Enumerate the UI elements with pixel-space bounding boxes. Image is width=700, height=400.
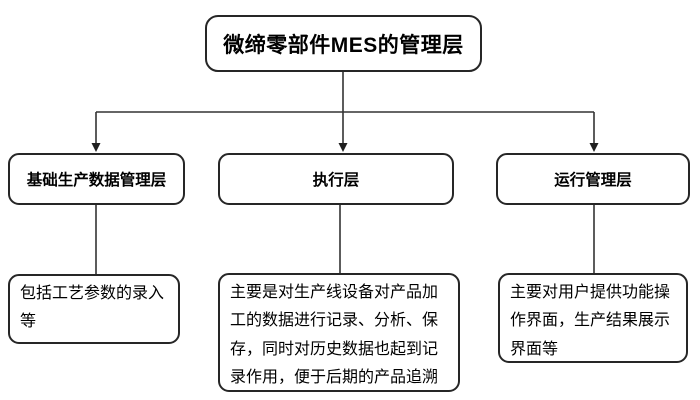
description-text: 主要对用户提供功能操作界面，生产结果展示界面等 — [510, 284, 671, 358]
root-node-label: 微缔零部件MES的管理层 — [223, 33, 464, 57]
branch-node-execution-layer: 执行层 — [218, 153, 454, 205]
arrow-down-icon — [91, 143, 101, 152]
description-node-operation-management: 主要对用户提供功能操作界面，生产结果展示界面等 — [498, 273, 688, 363]
root-node: 微缔零部件MES的管理层 — [205, 15, 482, 72]
description-node-execution-layer: 主要是对生产线设备对产品加工的数据进行记录、分析、保存，同时对历史数据也起到记录… — [218, 273, 460, 392]
arrow-down-icon — [589, 143, 599, 152]
branch-label: 执行层 — [312, 172, 360, 189]
branch-label: 运行管理层 — [554, 172, 632, 189]
description-text: 主要是对生产线设备对产品加工的数据进行记录、分析、保存，同时对历史数据也起到记录… — [230, 284, 439, 387]
description-node-basic-production-data: 包括工艺参数的录入等 — [8, 274, 180, 344]
branch-label: 基础生产数据管理层 — [26, 172, 167, 189]
branch-node-basic-production-data: 基础生产数据管理层 — [8, 153, 185, 205]
branch-node-operation-management: 运行管理层 — [496, 153, 690, 205]
arrow-down-icon — [338, 143, 348, 152]
description-text: 包括工艺参数的录入等 — [20, 285, 165, 331]
